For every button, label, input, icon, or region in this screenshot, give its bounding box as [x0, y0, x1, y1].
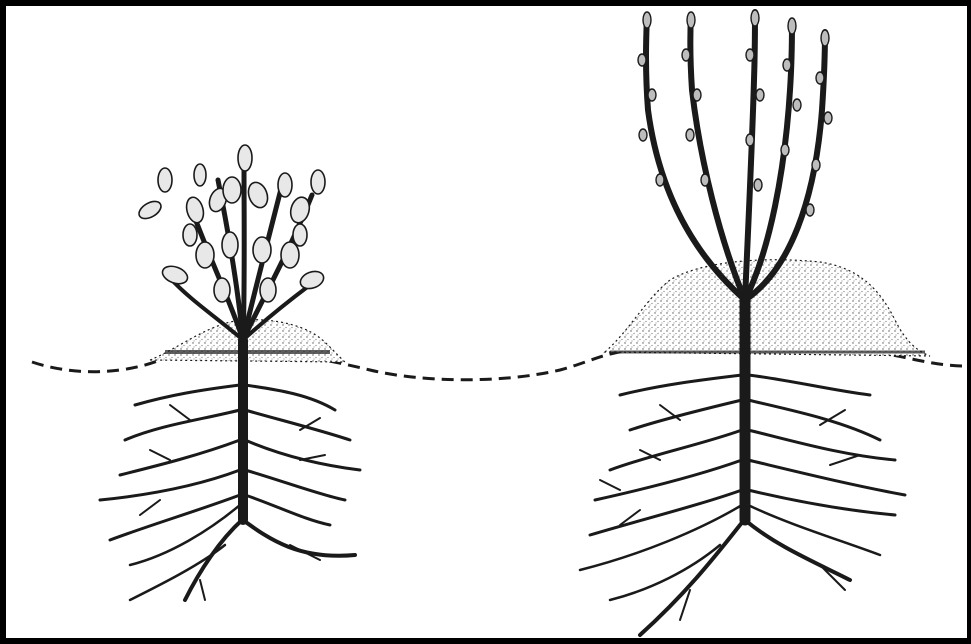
large-plant — [580, 10, 930, 635]
small-plant-roots — [100, 380, 360, 600]
small-plant — [100, 145, 360, 600]
small-plant-leaves — [136, 145, 326, 302]
large-plant-roots — [580, 360, 905, 635]
large-soil-mound — [605, 260, 930, 356]
